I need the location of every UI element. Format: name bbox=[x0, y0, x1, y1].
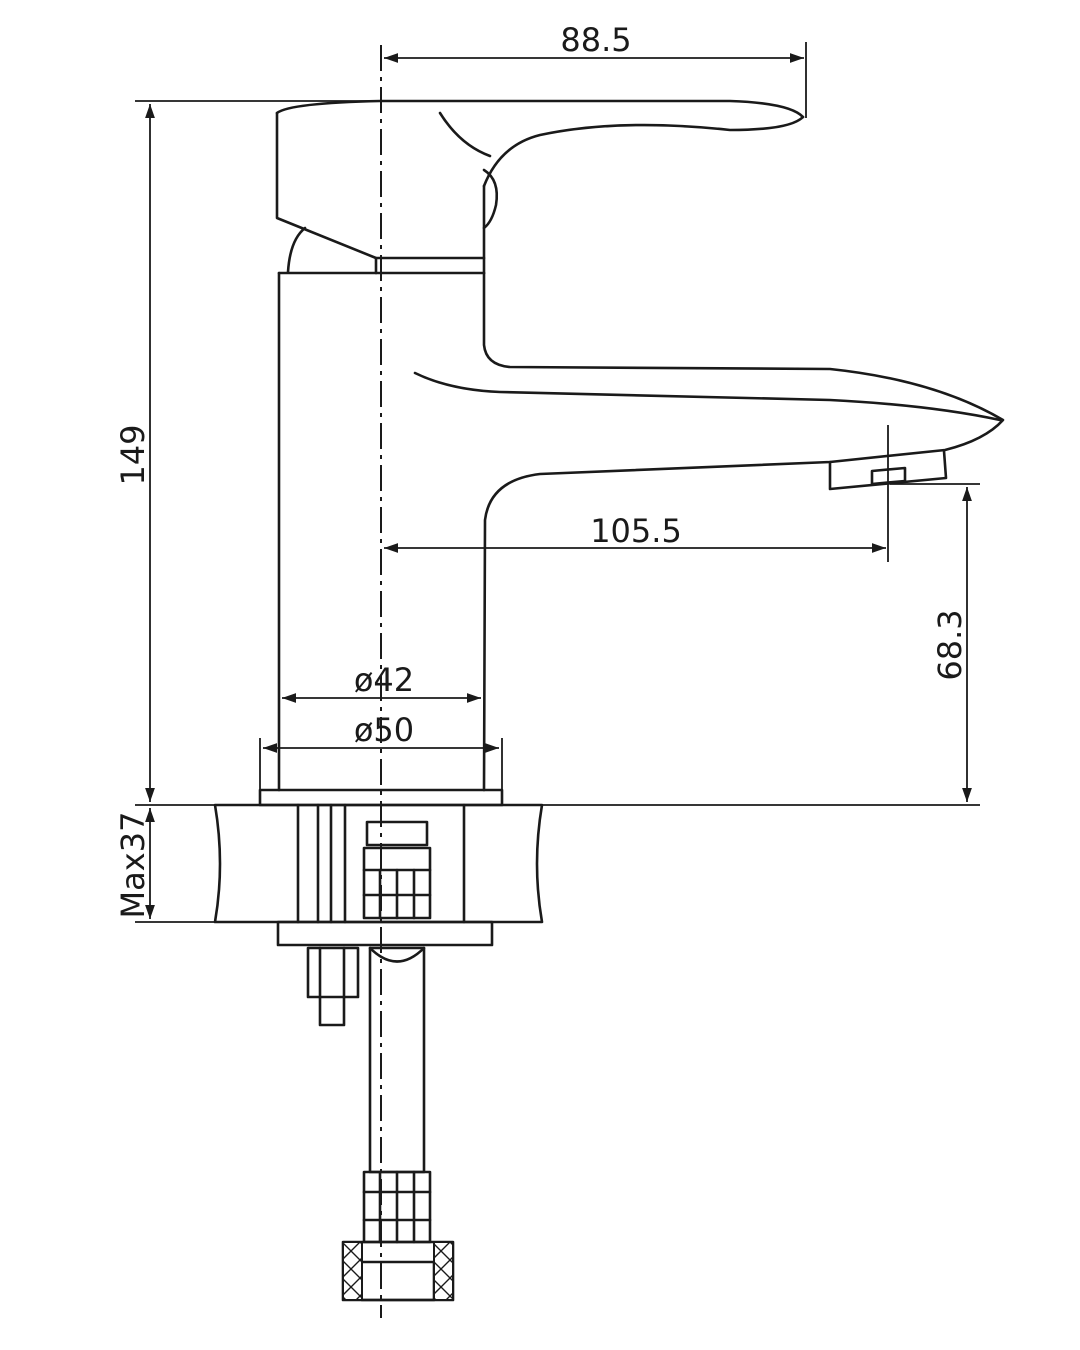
dim-handle-reach: 88.5 bbox=[384, 21, 807, 118]
dim-total-height-label: 149 bbox=[114, 424, 152, 485]
dim-total-height: 149 bbox=[114, 100, 400, 806]
dim-spout-height: 68.3 bbox=[542, 483, 980, 806]
dim-counter-thickness: Max37 bbox=[114, 808, 220, 923]
dim-base-diameter: ø50 bbox=[259, 711, 503, 790]
dim-handle-reach-label: 88.5 bbox=[560, 21, 631, 59]
faucet-body bbox=[258, 99, 1005, 807]
dim-spout-reach: 105.5 bbox=[384, 425, 889, 562]
mounting-stud bbox=[276, 803, 494, 1027]
dim-spout-height-label: 68.3 bbox=[931, 609, 969, 680]
supply-hose bbox=[341, 820, 455, 1302]
dim-body-diameter-label: ø42 bbox=[354, 661, 414, 699]
dim-body-diameter: ø42 bbox=[282, 661, 481, 703]
dim-spout-reach-label: 105.5 bbox=[590, 512, 682, 550]
dim-counter-thickness-label: Max37 bbox=[114, 812, 152, 919]
dim-base-diameter-label: ø50 bbox=[354, 711, 414, 749]
